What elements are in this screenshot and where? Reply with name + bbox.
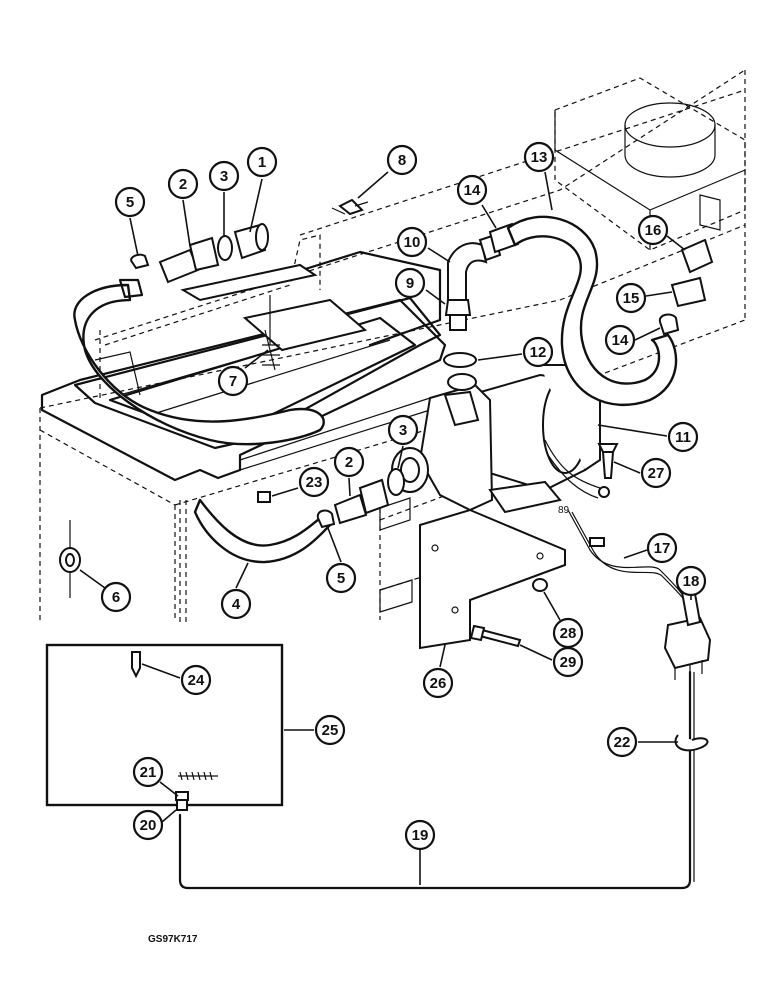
svg-text:22: 22 bbox=[614, 734, 631, 751]
svg-text:1: 1 bbox=[258, 154, 266, 171]
callout-2-lower[interactable]: 2 bbox=[333, 446, 365, 497]
hose-left bbox=[73, 278, 325, 446]
callout-7[interactable]: 7 bbox=[217, 349, 269, 397]
svg-text:14: 14 bbox=[464, 182, 481, 199]
svg-text:17: 17 bbox=[654, 540, 671, 557]
svg-text:10: 10 bbox=[404, 234, 421, 251]
callout-5[interactable]: 5 bbox=[114, 186, 146, 257]
svg-text:16: 16 bbox=[645, 222, 662, 239]
tray bbox=[40, 234, 447, 503]
hose-upper-right bbox=[506, 215, 678, 406]
pump-assembly bbox=[391, 364, 610, 514]
callout-23[interactable]: 23 bbox=[271, 466, 330, 498]
callout-17[interactable]: 17 bbox=[623, 532, 678, 564]
svg-text:18: 18 bbox=[683, 573, 700, 590]
callout-27[interactable]: 27 bbox=[613, 457, 672, 489]
svg-text:14: 14 bbox=[612, 332, 629, 349]
svg-text:5: 5 bbox=[337, 570, 345, 587]
callout-13[interactable]: 13 bbox=[523, 141, 555, 211]
callout-29[interactable]: 29 bbox=[519, 644, 584, 678]
callout-10[interactable]: 10 bbox=[396, 226, 451, 263]
svg-text:2: 2 bbox=[345, 454, 353, 471]
callout-1[interactable]: 1 bbox=[246, 146, 278, 233]
callout-25[interactable]: 25 bbox=[284, 714, 346, 746]
hardware bbox=[469, 443, 619, 648]
svg-text:12: 12 bbox=[530, 344, 547, 361]
pump-bracket bbox=[419, 508, 566, 650]
callout-4[interactable]: 4 bbox=[220, 562, 252, 620]
svg-text:4: 4 bbox=[232, 596, 241, 613]
callout-5-lower[interactable]: 5 bbox=[325, 527, 357, 594]
grommet bbox=[59, 520, 81, 598]
svg-text:8: 8 bbox=[398, 152, 406, 169]
callout-15[interactable]: 15 bbox=[615, 282, 673, 314]
callout-6[interactable]: 6 bbox=[79, 569, 132, 613]
svg-text:19: 19 bbox=[412, 827, 429, 844]
svg-text:9: 9 bbox=[406, 275, 414, 292]
callout-9[interactable]: 9 bbox=[394, 267, 446, 305]
svg-text:29: 29 bbox=[560, 654, 577, 671]
svg-text:6: 6 bbox=[112, 589, 120, 606]
fittings-center bbox=[443, 222, 520, 368]
callout-2[interactable]: 2 bbox=[167, 168, 199, 247]
wire-marking: 89 bbox=[558, 505, 570, 516]
svg-text:25: 25 bbox=[322, 722, 339, 739]
svg-text:28: 28 bbox=[560, 625, 577, 642]
callout-26[interactable]: 26 bbox=[422, 644, 454, 699]
callout-3-lower[interactable]: 3 bbox=[387, 414, 419, 469]
svg-text:13: 13 bbox=[531, 149, 548, 166]
callout-16[interactable]: 16 bbox=[637, 214, 686, 251]
fittings-upper bbox=[130, 198, 369, 284]
svg-text:15: 15 bbox=[623, 290, 640, 307]
svg-text:7: 7 bbox=[229, 373, 237, 390]
callout-14[interactable]: 14 bbox=[456, 174, 497, 229]
svg-text:24: 24 bbox=[188, 672, 205, 689]
callout-20[interactable]: 20 bbox=[132, 809, 177, 841]
svg-text:11: 11 bbox=[675, 429, 691, 446]
callout-11[interactable]: 11 bbox=[597, 421, 699, 453]
svg-text:3: 3 bbox=[399, 422, 407, 439]
callout-12[interactable]: 12 bbox=[477, 336, 554, 368]
callout-24[interactable]: 24 bbox=[141, 663, 212, 696]
svg-text:26: 26 bbox=[430, 675, 447, 692]
drawing-code: GS97K717 bbox=[148, 934, 198, 945]
hose-lower bbox=[193, 498, 332, 564]
callout-8[interactable]: 8 bbox=[357, 144, 418, 199]
callout-22[interactable]: 22 bbox=[606, 726, 678, 758]
svg-text:23: 23 bbox=[306, 474, 323, 491]
svg-text:3: 3 bbox=[220, 168, 228, 185]
bracket bbox=[180, 263, 368, 371]
callout-18[interactable]: 18 bbox=[675, 565, 707, 600]
svg-text:27: 27 bbox=[648, 465, 665, 482]
callout-21[interactable]: 21 bbox=[132, 756, 179, 797]
svg-text:2: 2 bbox=[179, 176, 187, 193]
callout-14-right[interactable]: 14 bbox=[604, 324, 661, 356]
callout-3[interactable]: 3 bbox=[208, 160, 240, 236]
fittings-right bbox=[658, 238, 714, 336]
wiring bbox=[567, 509, 695, 615]
toggle-switch bbox=[663, 586, 712, 680]
svg-text:20: 20 bbox=[140, 817, 157, 834]
svg-text:5: 5 bbox=[126, 194, 134, 211]
svg-text:21: 21 bbox=[140, 764, 157, 781]
callout-28[interactable]: 28 bbox=[543, 591, 584, 649]
fittings-lower bbox=[316, 468, 405, 529]
cable bbox=[178, 670, 709, 890]
callout-19[interactable]: 19 bbox=[404, 819, 436, 885]
